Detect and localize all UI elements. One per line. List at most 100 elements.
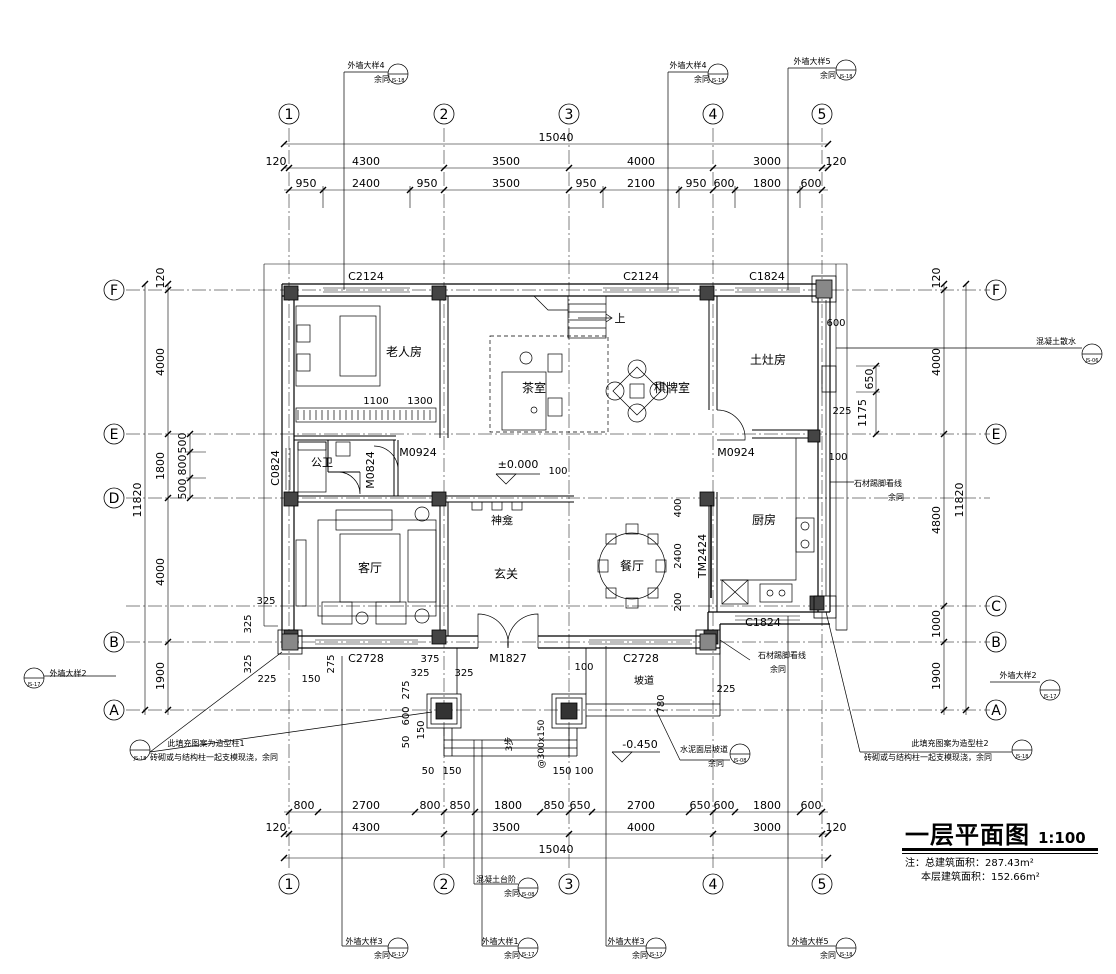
window-c1824-top: C1824 <box>749 270 785 283</box>
window-c2124-left: C2124 <box>348 270 384 283</box>
dim-misc: 200 <box>673 592 684 611</box>
ref-b2: 外墙大样1 <box>481 936 518 946</box>
axis-col-3-bottom: 3 <box>565 877 574 893</box>
room-foyer: 玄关 <box>494 566 518 581</box>
ref-top2: 外墙大样4 <box>669 60 706 70</box>
area-note: 注：总建筑面积：287.43m² 本层建筑面积：152.66m² <box>905 857 1040 885</box>
dim-misc: 225 <box>257 674 276 685</box>
ref-top3-code: JS-18 <box>839 74 853 80</box>
dim-misc: 100 <box>574 766 593 777</box>
dim-misc: 780 <box>656 694 667 713</box>
dim-misc: 100 <box>828 452 847 463</box>
dim-bottom-detail: 850 <box>450 799 471 812</box>
dim-misc: 225 <box>832 406 851 417</box>
ref-top1-sub: 余同 <box>374 74 390 84</box>
ref-top1-code: JS-18 <box>391 78 405 84</box>
axis-col-3-top: 3 <box>565 107 574 123</box>
axis-col-2-bottom: 2 <box>440 877 449 893</box>
room-tea: 茶室 <box>522 380 546 395</box>
ref-b2-sub: 余同 <box>504 950 520 960</box>
steps-dim: @300x150 <box>537 719 547 768</box>
dim-top-bay: 120 <box>826 155 847 168</box>
axis-row-e-left: E <box>110 427 119 443</box>
dim-total-bottom: 15040 <box>539 843 574 856</box>
room-shrine: 神龛 <box>491 513 513 527</box>
ref-stone1: 石材踢脚看线 <box>854 478 902 488</box>
dim-right-total: 11820 <box>953 483 966 518</box>
ref-concrete: 混凝土散水 <box>1036 336 1076 346</box>
detail-callouts <box>23 59 1103 959</box>
dim-bottom-bay: 120 <box>826 821 847 834</box>
dim-top-detail: 950 <box>296 177 317 190</box>
dim-misc: 325 <box>256 596 275 607</box>
ref-b2-code: JS-17 <box>521 952 535 958</box>
dim-top-bay: 120 <box>266 155 287 168</box>
ref-concrete-code: JS-06 <box>1085 358 1099 364</box>
room-elder: 老人房 <box>386 344 422 359</box>
ref-col2-a: 此填充图案为造型柱2 <box>911 738 988 748</box>
dim-bottom-bay: 3500 <box>492 821 520 834</box>
ref-wall2-left: 外墙大样2 <box>49 668 86 678</box>
ref-conc-step-sub: 余同 <box>504 888 520 898</box>
ref-col1-a: 此填充图案为造型柱1 <box>167 738 244 748</box>
ref-cement-sub: 余同 <box>708 758 724 768</box>
axis-row-a-left: A <box>109 703 119 719</box>
dim-misc: 150 <box>301 674 320 685</box>
room-wc: 公卫 <box>311 456 333 469</box>
grid-lines <box>126 128 990 870</box>
dim-left-chain: 1800 <box>154 452 167 480</box>
ref-cement-code: JS-08 <box>733 758 747 764</box>
axis-row-e-right: E <box>992 427 1001 443</box>
ref-col1-b: 砖砌或与结构柱一起支模现浇，余同 <box>150 752 278 762</box>
ref-stone2: 石材踢脚看线 <box>758 650 806 660</box>
level-000: ±0.000 <box>498 458 539 471</box>
dim-misc: 600 <box>401 706 412 725</box>
ref-top3-sub: 余同 <box>820 70 836 80</box>
dim-misc: 150 <box>442 766 461 777</box>
dim-top-detail: 1800 <box>753 177 781 190</box>
dim-top-detail: 950 <box>576 177 597 190</box>
ref-top1: 外墙大样4 <box>347 60 384 70</box>
apron-outline <box>264 263 848 631</box>
room-stove: 土灶房 <box>750 352 786 367</box>
ref-b1: 外墙大样3 <box>345 936 382 946</box>
axis-col-2-top: 2 <box>440 107 449 123</box>
ref-col2-code: JS-18 <box>1015 754 1029 760</box>
decor-pillars <box>277 275 837 729</box>
ref-top2-sub: 余同 <box>694 74 710 84</box>
dim-total-top: 15040 <box>539 131 574 144</box>
ref-wall2-left-code: JS-17 <box>27 682 41 688</box>
dim-right-chain: 120 <box>930 268 943 289</box>
right-dimensions <box>856 280 970 715</box>
dim-misc: 100 <box>574 662 593 673</box>
furniture <box>295 300 827 625</box>
dim-bottom-detail: 600 <box>714 799 735 812</box>
room-living: 客厅 <box>358 560 382 575</box>
dim-top-detail: 2400 <box>352 177 380 190</box>
dim-misc: 325 <box>243 614 254 633</box>
dim-top-detail: 600 <box>801 177 822 190</box>
window-c2728-right: C2728 <box>623 652 659 665</box>
dim-left-chain: 120 <box>154 268 167 289</box>
note-floor-area: 本层建筑面积：152.66m² <box>921 872 1040 883</box>
dim-misc: 100 <box>548 466 567 477</box>
dim-misc: 325 <box>243 654 254 673</box>
dim-top-detail: 950 <box>417 177 438 190</box>
note-prefix: 注： <box>905 858 925 869</box>
window-c1824-bottom: C1824 <box>745 616 781 629</box>
window-c0824: C0824 <box>269 450 282 486</box>
dim-misc: 150 <box>416 720 427 739</box>
dim-misc: 150 <box>552 766 571 777</box>
window-c2124-right: C2124 <box>623 270 659 283</box>
ref-conc-step-code: JS-08 <box>521 892 535 898</box>
door-m1827: M1827 <box>489 652 527 665</box>
ref-b1-sub: 余同 <box>374 950 390 960</box>
dim-misc: 400 <box>673 498 684 517</box>
dim-left-small: 500 <box>176 433 189 454</box>
axis-col-1-bottom: 1 <box>285 877 294 893</box>
ref-b1-code: JS-17 <box>391 952 405 958</box>
axis-row-d-left: D <box>109 491 120 507</box>
ref-wall2-right-code: JS-17 <box>1043 694 1057 700</box>
